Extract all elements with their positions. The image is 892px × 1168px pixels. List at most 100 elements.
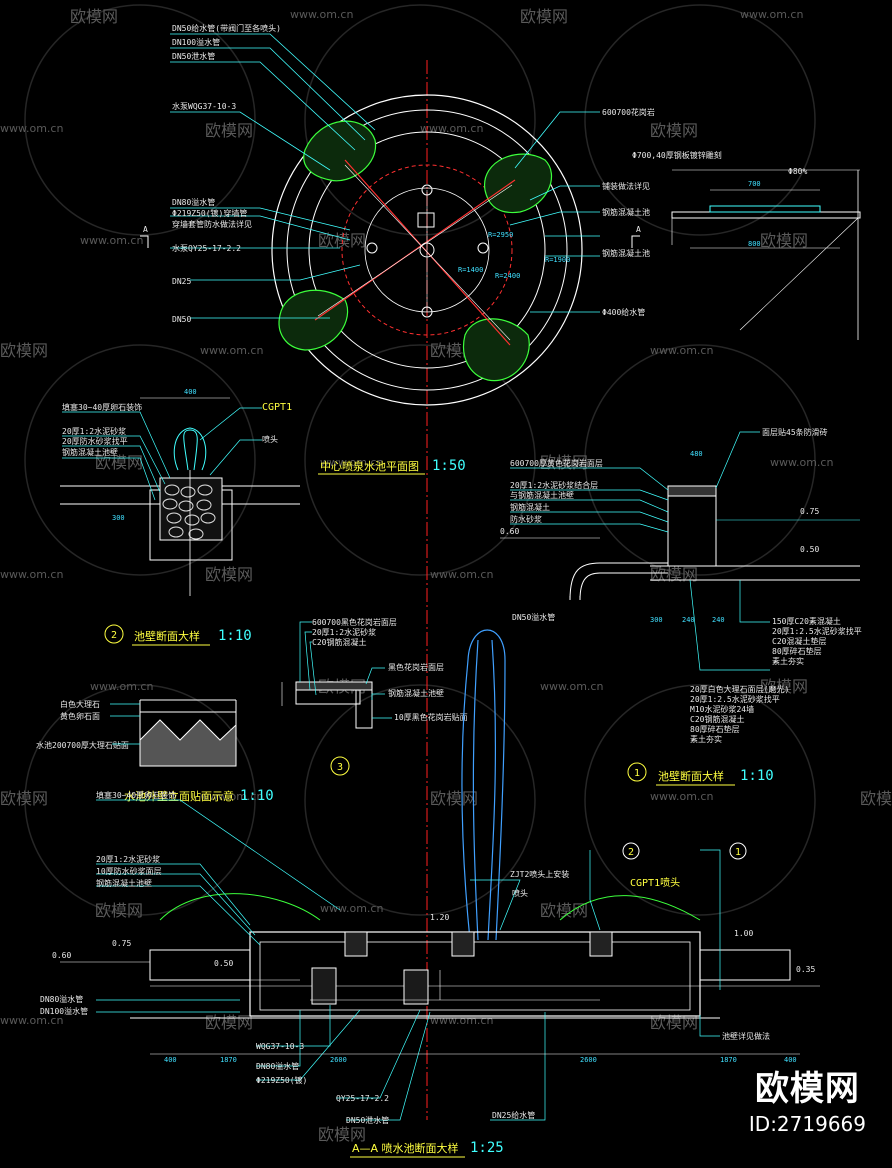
plan-label-dn50: DN50 [172, 315, 191, 324]
section-pipe: Φ219Z50(镀) [256, 1075, 307, 1085]
plan-label-paving: 铺装做法详见 [602, 181, 650, 191]
detail-3-label: 600700黑色花岗岩面层 [312, 617, 397, 627]
section-pipe: 池壁详见做法 [722, 1031, 770, 1041]
detail-2-label: 20厚防水砂浆找平 [62, 436, 128, 446]
section-level: 0.75 [112, 939, 131, 948]
watermark-brand: 欧模网 [430, 789, 478, 808]
detail-1-label: 素土夯实 [690, 734, 722, 744]
watermark-brand: 欧模网 [650, 121, 698, 140]
plan-scale: 1:50 [432, 458, 466, 474]
watermark-brand: 欧模网 [205, 565, 253, 584]
section-label: 20厚1:2水泥砂浆 [96, 854, 160, 864]
watermark-brand: 欧模网 [318, 1125, 366, 1144]
plate-dim: 700 [748, 180, 761, 188]
plan-pipe-diag-2 [314, 179, 516, 321]
detail-2-dim-2: 300 [112, 514, 125, 522]
wall-elevation-detail: 白色大理石 黄色卵石面 水池200700厚大理石贴面 水池外壁立面贴面示意 1:… [36, 699, 274, 804]
plate-dim-3: 800 [748, 240, 761, 248]
plan-label-dn25: DN25 [172, 277, 191, 286]
section-label: 喷头 [512, 888, 528, 898]
section-marker-a: A [143, 225, 148, 234]
plan-pipe-diag-1b [344, 164, 511, 341]
plan-nozzle [421, 306, 433, 318]
detail-2-title: 池壁断面大样 [134, 629, 200, 643]
plan-rock-sw [278, 289, 349, 351]
plan-ring-3 [308, 131, 546, 369]
detail-2-num: 2 [111, 630, 117, 641]
detail-1-badge [627, 762, 647, 782]
fountain-jet [461, 629, 506, 941]
watermark-brand: 欧模网 [520, 7, 568, 26]
watermark-url: www.om.cn [740, 8, 803, 21]
watermark-url: www.om.cn [0, 1014, 63, 1027]
plan-label-dn50-top: DN50给水管(带阀门至各喷头) [172, 23, 281, 33]
watermark-brand: 欧模网 [540, 901, 588, 920]
detail-1-label: 150厚C20素混凝土 [772, 616, 841, 626]
detail-2-badge [104, 624, 124, 644]
section-pipe: WQG37-10-3 [256, 1042, 304, 1051]
watermark-url: www.om.cn [90, 680, 153, 693]
section-pipe: DN80溢水管 [256, 1061, 299, 1071]
detail-1-label: 20厚白色大理石面层(磨光) [690, 684, 789, 694]
detail-1-pipe: DN50溢水管 [512, 612, 555, 622]
plan-label-pump-qy: 水泵QY25-17-2.2 [172, 243, 241, 253]
section-pipe: DN50泄水管 [346, 1115, 389, 1125]
watermark-brand: 欧模网 [650, 565, 698, 584]
detail-2-label: 喷头 [262, 434, 278, 444]
plan-red-ring [341, 164, 513, 336]
watermark-url: www.om.cn [430, 1014, 493, 1027]
detail-1-level: 0.60 [500, 527, 519, 536]
detail-1-label: 与钢筋混凝土池壁 [510, 490, 574, 500]
plan-label-dn50b: DN50泄水管 [172, 51, 215, 61]
section-dim: 400 [784, 1056, 797, 1064]
section-level: 0.50 [214, 959, 233, 968]
plan-rock-se [463, 318, 530, 382]
watermark-url: www.om.cn [200, 790, 263, 803]
watermark-url: www.om.cn [430, 568, 493, 581]
section-pipe: DN100溢水管 [40, 1006, 88, 1016]
watermark-brand: 欧模网 [860, 789, 892, 808]
pump-body [311, 967, 337, 1005]
detail-1-dim: 480 [690, 450, 703, 458]
pump-body [403, 969, 429, 1005]
detail-1-label: 20厚1:2.5水泥砂浆找平 [772, 626, 862, 636]
watermark-brand: 欧模网 [760, 231, 808, 250]
radius-label: R=2950 [488, 231, 513, 239]
section-dim: 2600 [330, 1056, 347, 1064]
plan-label-dn80: DN80溢水管 [172, 197, 215, 207]
watermark-url: www.om.cn [770, 456, 833, 469]
plan-label-dn100: DN100溢水管 [172, 37, 220, 47]
plan-rock-nw [303, 120, 377, 182]
watermark-brand: 欧模网 [0, 341, 48, 360]
wall-scale: 1:10 [240, 788, 274, 804]
section-aa: 填塞30~40厚卵石装饰 20厚1:2水泥砂浆 10厚防水砂浆面层 钢筋混凝土池… [40, 790, 820, 1158]
section-title: A—A 喷水池断面大样 [352, 1141, 459, 1155]
radius-label: R=1900 [545, 256, 570, 264]
section-level: 1.00 [734, 929, 753, 938]
detail-2-label: 20厚1:2水泥砂浆 [62, 426, 126, 436]
plan-nozzle [366, 242, 378, 254]
detail-3: 600700黑色花岗岩面层 20厚1:2水泥砂浆 C20钢筋混凝土 黑色花岗岩面… [281, 617, 468, 776]
plan-label-pump: 水泵WQG37-10-3 [172, 101, 236, 111]
section-callout-num: 1 [735, 847, 741, 858]
radius-label: R=1400 [458, 266, 483, 274]
detail-1-title: 池壁断面大样 [658, 769, 724, 783]
section-dim: 400 [164, 1056, 177, 1064]
plan-pipe-diag-2b [317, 184, 513, 317]
wall-title: 水池外壁立面贴面示意 [124, 789, 234, 803]
watermark-brand: 欧模网 [760, 677, 808, 696]
plan-label-pipe: Φ400给水管 [602, 307, 645, 317]
detail-1-label: 防水砂浆 [510, 514, 542, 524]
detail-1-dim: 300 [650, 616, 663, 624]
plan-center-nozzle [419, 242, 435, 258]
detail-2-label: 填塞30~40厚卵石装饰 [62, 402, 142, 412]
section-marker-a: A [636, 225, 641, 234]
detail-3-label: 20厚1:2水泥砂浆 [312, 627, 376, 637]
watermark-brand: 欧模网 [318, 231, 366, 250]
detail-1-level: 0.50 [800, 545, 819, 554]
detail-2-label-cgpt: CGPT1 [262, 402, 292, 413]
detail-1-num: 1 [634, 768, 640, 779]
detail-1-label: 20厚1:2水泥砂浆结合层 [510, 480, 598, 490]
detail-1-label: 面层贴45条防滑砖 [762, 427, 828, 437]
